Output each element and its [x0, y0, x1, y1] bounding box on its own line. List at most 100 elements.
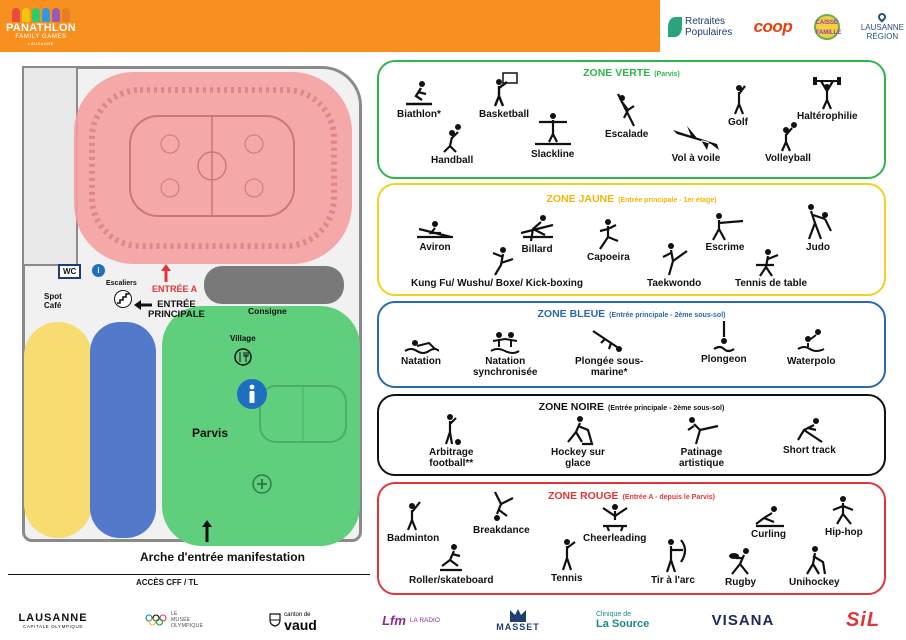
zone-bleue-title: ZONE BLEUE(Entrée principale - 2ème sous…	[379, 308, 884, 320]
sport-slackline: Slackline	[531, 112, 574, 160]
sport-arbitrage-line2: football**	[429, 458, 474, 469]
restaurant-icon	[234, 348, 252, 366]
small-rink-outline	[259, 385, 347, 443]
zone-verte-title: ZONE VERTE(Parvis)	[379, 67, 884, 79]
sport-handball: Handball	[431, 124, 473, 166]
sport-kung-fu-label: Kung Fu/ Wushu/ Boxe/ Kick-boxing	[410, 278, 584, 289]
badminton-icon	[407, 501, 421, 531]
sport-arbitrage-line1: Arbitrage	[429, 447, 474, 458]
sport-unihockey: Unihockey	[789, 546, 840, 588]
sponsor-masset: MASSET	[488, 604, 548, 636]
arrow-up-icon	[161, 264, 171, 282]
arrow-left-icon	[134, 300, 152, 310]
cheerleading-icon	[602, 504, 628, 532]
sport-natation-synchronisee: Natation synchronisée	[473, 331, 537, 378]
sport-curling: Curling	[751, 506, 786, 540]
info-icon	[237, 379, 267, 409]
short-track-icon	[797, 418, 824, 443]
header: PANATHLON FAMILY GAMES LAUSANNE Retraite…	[0, 0, 906, 52]
sport-badminton-label: Badminton	[387, 533, 440, 544]
zone-rouge-title: ZONE ROUGE(Entrée A - depuis le Parvis)	[379, 490, 884, 502]
sport-tennis-de-table-label: Tennis de table	[735, 278, 808, 289]
sport-basketball-label: Basketball	[479, 109, 530, 120]
sport-handball-label: Handball	[431, 155, 474, 166]
plongeon-icon	[713, 321, 735, 353]
sport-plongee-line1: Plongée sous-	[575, 356, 644, 367]
curling-icon	[754, 506, 784, 528]
clinique-line1: Clinique de	[596, 610, 632, 618]
musee-line3: OLYMPIQUE	[170, 623, 204, 629]
zone-bleue-subtitle: (Entrée principale - 2ème sous-sol)	[609, 312, 726, 319]
vaud-name: vaud	[284, 616, 317, 633]
sport-patinage-line2: artistique	[679, 458, 725, 469]
sponsor-lr-line1: LAUSANNE	[860, 23, 904, 32]
logo-title: PANATHLON	[5, 22, 77, 34]
sport-unihockey-label: Unihockey	[789, 577, 840, 588]
spot-cafe-line2: Café	[44, 301, 62, 310]
sport-tir-label: Tir à l'arc	[651, 575, 695, 586]
roller-skateboard-icon	[440, 544, 463, 572]
sport-cheerleading-label: Cheerleading	[583, 533, 647, 544]
sport-escrime-label: Escrime	[705, 242, 745, 253]
zone-rouge-name: ZONE ROUGE	[547, 490, 619, 502]
sport-roller-skateboard: Roller/skateboard	[409, 544, 493, 586]
sport-natation: Natation	[401, 337, 441, 367]
sil-name: SiL	[845, 608, 881, 631]
zone-verte-subtitle: (Parvis)	[654, 71, 680, 78]
sponsor-lausanne: LAUSANNE CAPITALE OLYMPIQUE	[14, 604, 92, 636]
sport-golf: Golf	[727, 84, 749, 128]
zone-noire-title: ZONE NOIRE(Entrée principale - 2ème sous…	[379, 401, 884, 413]
sport-plongeon-label: Plongeon	[701, 354, 747, 365]
acces-label: ACCÈS CFF / TL	[136, 578, 199, 587]
olympic-rings-icon	[145, 614, 167, 626]
sport-rugby: Rugby	[725, 548, 756, 588]
parvis-label: Parvis	[192, 426, 229, 440]
hip-hop-icon	[832, 496, 854, 525]
handball-icon	[443, 124, 462, 153]
sport-arbitrage-football: Arbitrage football**	[429, 414, 473, 469]
arbitrage-football-icon	[445, 414, 462, 445]
sport-volleyball-label: Volleyball	[765, 153, 811, 164]
sport-judo: Judo	[803, 203, 833, 253]
entree-principale-label: ENTRÉE PRINCIPALE	[148, 300, 205, 320]
first-aid-icon	[252, 474, 272, 494]
lfm-radio: LA RADIO	[409, 616, 440, 624]
sponsor-lausanne-region: LAUSANNE RÉGION	[860, 11, 904, 41]
sport-rugby-label: Rugby	[725, 577, 757, 588]
capoeira-icon	[599, 219, 619, 250]
location-pin-icon	[876, 11, 889, 23]
sponsor-coop: coop	[753, 17, 793, 36]
tir-a-l-arc-icon	[665, 539, 687, 573]
zone-noire: ZONE NOIRE(Entrée principale - 2ème sous…	[377, 394, 886, 476]
musee-line1: LE	[170, 611, 178, 617]
consigne-gray-zone	[204, 266, 344, 304]
zone-verte: ZONE VERTE(Parvis) Biathlon* Basketball …	[377, 60, 886, 179]
vaud-shield-icon	[269, 613, 281, 627]
sport-capoeira: Capoeira	[587, 219, 630, 263]
sport-billard-label: Billard	[521, 244, 553, 255]
village-label: Village	[230, 334, 256, 343]
sport-breakdance-label: Breakdance	[473, 525, 530, 536]
billard-icon	[520, 215, 554, 242]
sport-tennis-label: Tennis	[551, 573, 583, 584]
sport-hockey-line1: Hockey sur	[551, 447, 605, 458]
musee-line2: MUSÉE	[170, 617, 191, 623]
entree-a-label: ENTRÉE A	[152, 284, 198, 294]
waterpolo-icon	[797, 329, 825, 352]
escrime-icon	[712, 213, 744, 241]
sport-hockey-line2: glace	[565, 458, 591, 469]
zone-jaune: ZONE JAUNE(Entrée principale - 1er étage…	[377, 183, 886, 296]
sport-plongee-sous-marine: Plongée sous- marine*	[575, 329, 643, 378]
site-map: ENTRÉE A ENTRÉE PRINCIPALE Consigne WC i…	[8, 60, 370, 587]
sport-patinage-artistique: Patinage artistique	[679, 416, 724, 469]
halterophilie-icon	[813, 77, 842, 110]
entree-principale-line1: ENTRÉE	[157, 299, 196, 310]
info-small-icon: i	[92, 264, 105, 277]
masset-logo-icon	[510, 609, 526, 622]
escalade-icon	[616, 93, 635, 127]
sport-billard: Billard	[519, 215, 555, 255]
